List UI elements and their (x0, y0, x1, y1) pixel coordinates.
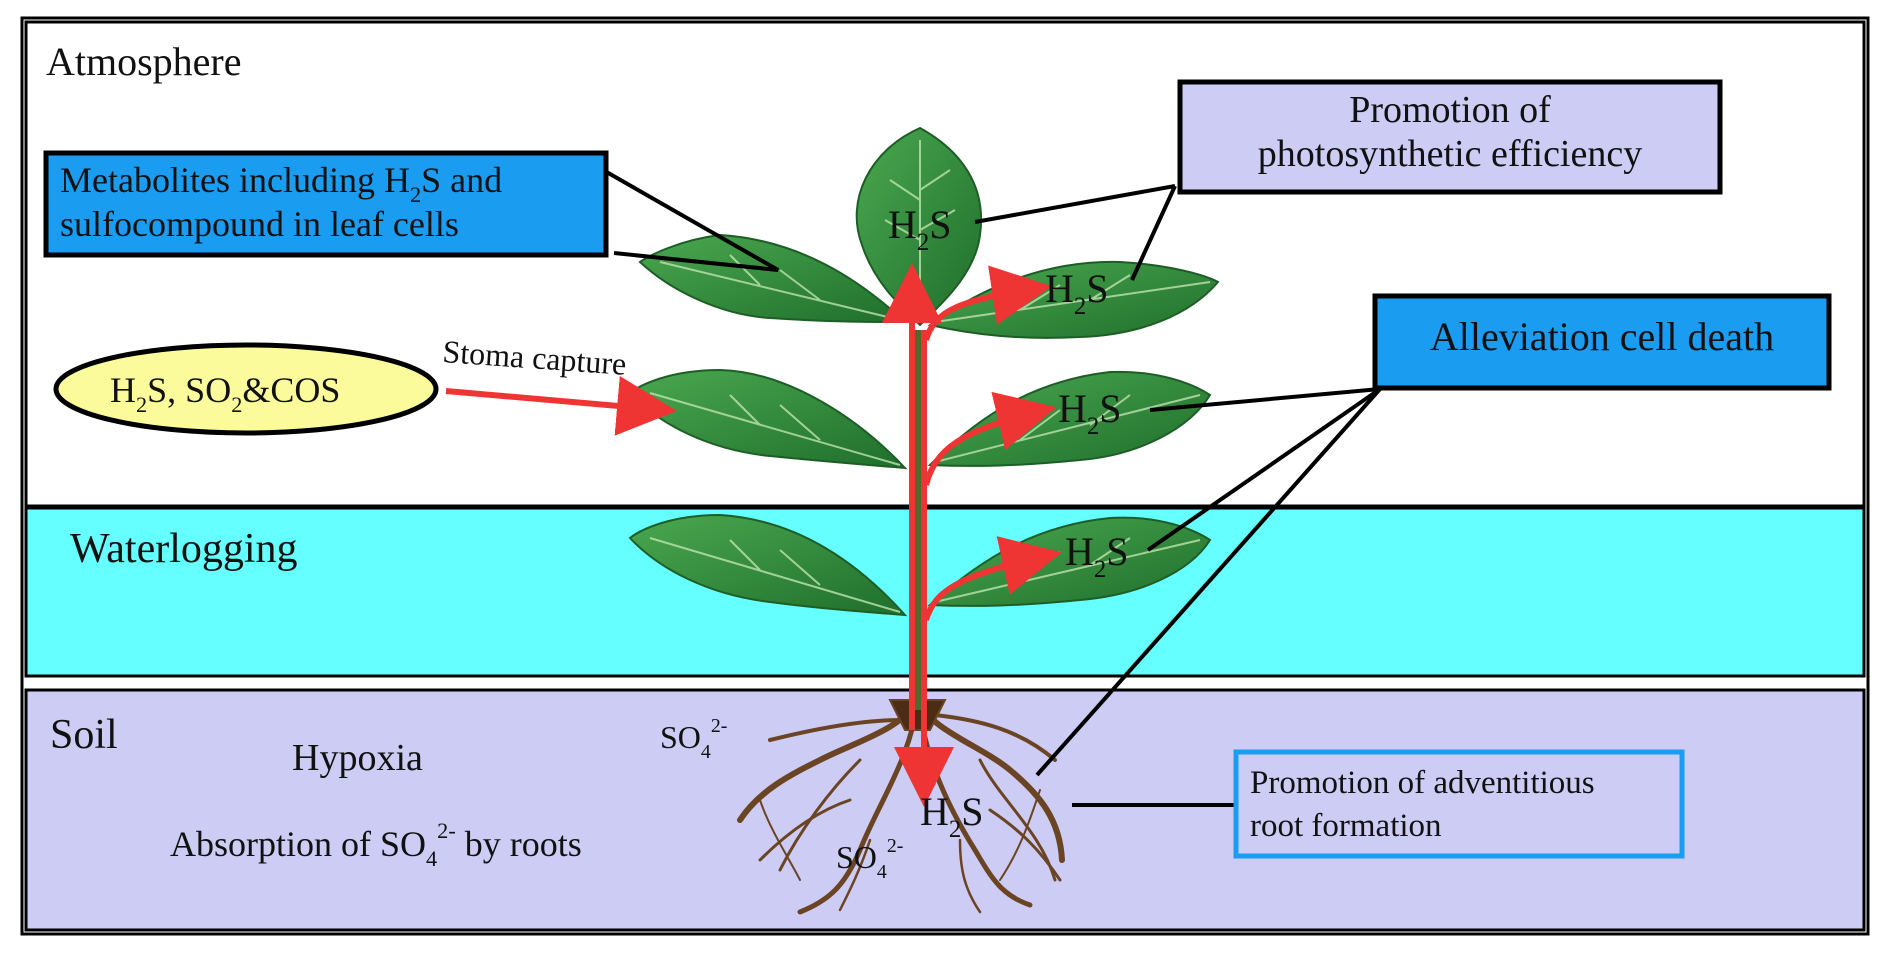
leaf-left-3 (628, 513, 908, 617)
outer-frame (20, 16, 1870, 936)
photosynthesis-line1: Promotion of (1349, 89, 1551, 131)
arrow-stoma-capture (445, 375, 677, 436)
connector-lines (602, 168, 1382, 807)
adventitious-box: Promotion of adventitious root formation (1233, 749, 1685, 859)
h2s-label-root: H2S (920, 789, 984, 843)
h2s-label-r3: H2S (1065, 529, 1129, 583)
leaf-left-1 (638, 233, 908, 324)
hypoxia-label: Hypoxia (292, 737, 423, 779)
waterlogging-label: Waterlogging (70, 526, 298, 572)
arrow-to-leaf-r3 (923, 536, 1062, 621)
soil-label: Soil (50, 712, 118, 758)
metabolites-box: Metabolites including H2S and sulfocompo… (43, 150, 609, 258)
adventitious-line2: root formation (1250, 808, 1442, 844)
metabolites-line1: Metabolites including H2S and (60, 160, 502, 207)
root-system (737, 697, 1065, 915)
atmosphere-label: Atmosphere (46, 39, 242, 84)
metabolites-line2: sulfocompound in leaf cells (60, 204, 459, 244)
h2s-labels: H2S H2S H2S H2S H2S (888, 202, 1129, 843)
arrow-to-leaf-r2 (923, 391, 1057, 486)
gas-label: H2S, SO2&COS (110, 370, 340, 417)
h2s-label-r1: H2S (1045, 266, 1109, 320)
so4-lower-label: SO42- (836, 835, 903, 883)
h2s-label-r2: H2S (1058, 386, 1122, 440)
transport-arrows (445, 263, 1062, 807)
cell-death-label: Alleviation cell death (1430, 314, 1774, 359)
gas-ellipse (53, 342, 439, 436)
photosynthesis-box: Promotion of photosynthetic efficiency (1177, 79, 1723, 195)
arrow-to-leaf-r1 (923, 265, 1052, 341)
cell-death-box: Alleviation cell death (1372, 293, 1832, 391)
absorption-label: Absorption of SO42- by roots (170, 818, 582, 871)
so4-upper-label: SO42- (660, 715, 727, 763)
h2s-label-top: H2S (888, 202, 952, 256)
photosynthesis-line2: photosynthetic efficiency (1258, 133, 1642, 175)
adventitious-line1: Promotion of adventitious (1250, 765, 1595, 801)
